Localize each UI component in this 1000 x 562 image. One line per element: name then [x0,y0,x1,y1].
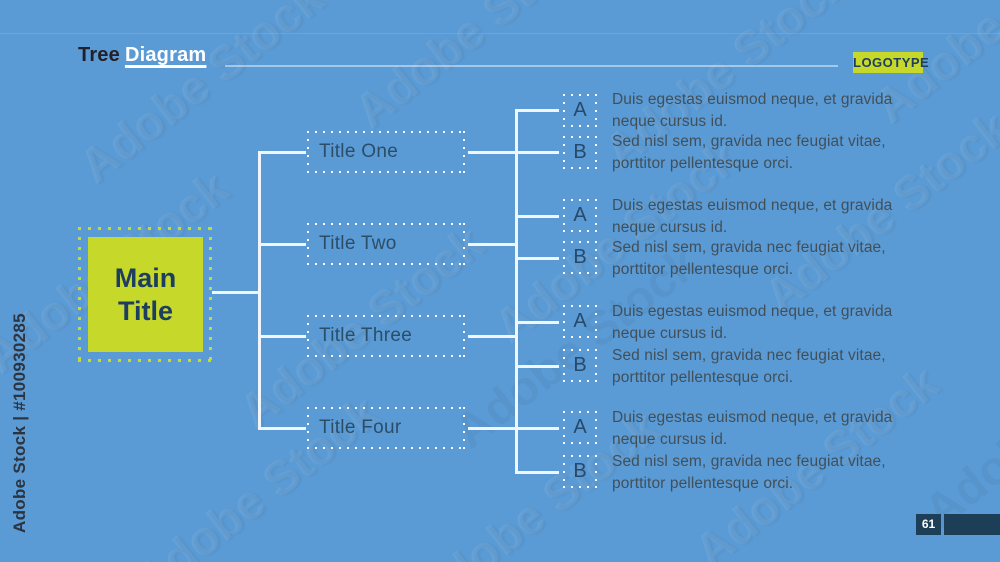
leaf-box-a4: A [563,411,597,444]
leaf-box-b1: B [563,136,597,169]
header-divider-line [225,65,838,67]
leaf-text-b3: Sed nisl sem, gravida nec feugiat vitae,… [612,347,886,386]
slide-title-word-diagram: Diagram [124,44,207,66]
connector-title1-left [260,151,306,154]
leaf-text-a2: Duis egestas euismod neque, et gravida n… [612,197,893,236]
leaf-box-b2: B [563,241,597,274]
branch-title-label: Title One [319,141,399,162]
connector-title2-left [260,243,306,246]
leaf-label: A [573,416,587,438]
connector-leaf-b2 [517,257,559,260]
leaf-box-b4: B [563,455,597,488]
connector-leaf-b1 [517,151,559,154]
leaf-label: A [573,204,587,226]
connector-title2-right [468,243,516,246]
connector-title1-right [468,151,516,154]
branch-title-label: Title Two [319,233,397,254]
leaf-box-a2: A [563,199,597,232]
leaf-label: B [573,246,587,268]
leaf-label: A [573,310,587,332]
leaf-label: B [573,460,587,482]
leaf-box-b3: B [563,349,597,382]
branch-title-label: Title Three [319,325,413,346]
branch-title-one: Title One [307,131,465,173]
leaf-text-a3: Duis egestas euismod neque, et gravida n… [612,303,893,342]
watermark-id-text: Adobe Stock | #100930285 [10,313,29,533]
leaf-label: A [573,99,587,121]
watermark-tile: Adobe Stock [69,0,334,194]
leaf-text-b2: Sed nisl sem, gravida nec feugiat vitae,… [612,239,886,278]
connector-leaf-a1 [517,109,559,112]
branch-title-label: Title Four [319,417,402,438]
leaf-text-a4: Duis egestas euismod neque, et gravida n… [612,409,893,448]
root-node-label-line2: Title [117,295,173,326]
leaf-text-a1: Duis egestas euismod neque, et gravida n… [612,91,893,130]
watermark-tile: Adobe Stock [914,316,1000,540]
connector-title4-left [260,427,306,430]
leaf-box-a1: A [563,94,597,127]
branch-title-four: Title Four [307,407,465,449]
leaf-box-a3: A [563,305,597,338]
connector-leaf-a3 [517,321,559,324]
leaf-label: B [573,141,587,163]
watermark-grid-line [0,33,1000,34]
connector-title3-right [468,335,516,338]
connector-leaf-b3 [517,365,559,368]
page-number-bar [944,514,1000,535]
slide-title-word-tree: Tree [78,44,120,66]
root-node-label-line1: Main [114,262,177,293]
leaf-text-b4: Sed nisl sem, gravida nec feugiat vitae,… [612,453,886,492]
connector-root-stub [212,291,260,294]
root-node: Main Title [88,237,203,352]
logotype-badge: LOGOTYPE [853,52,929,73]
connector-leaf-a4 [517,427,559,430]
leaf-text-b1: Sed nisl sem, gravida nec feugiat vitae,… [612,133,886,172]
connector-right-trunk [515,109,518,474]
connector-title4-right [468,427,516,430]
page-number-badge: 61 [916,514,941,535]
branch-title-two: Title Two [307,223,465,265]
connector-left-trunk [258,151,261,430]
connector-leaf-b4 [517,471,559,474]
branch-title-three: Title Three [307,315,465,357]
connector-leaf-a2 [517,215,559,218]
connector-title3-left [260,335,306,338]
leaf-label: B [573,354,587,376]
